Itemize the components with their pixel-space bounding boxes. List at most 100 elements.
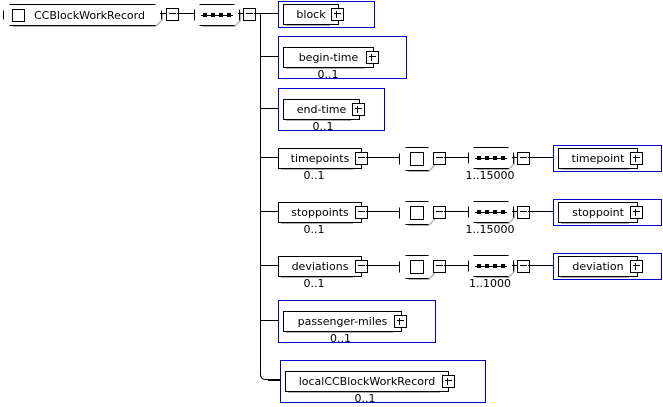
block-expand-toggle[interactable]	[331, 8, 344, 21]
plus-icon-vertical	[357, 106, 358, 113]
stoppoint-label: stoppoint	[572, 206, 624, 219]
stoppoints-group-square-icon[interactable]	[399, 201, 435, 225]
passenger-miles-expand-toggle[interactable]	[394, 315, 407, 328]
minus-icon	[246, 13, 253, 14]
local-record-label: localCCBlockWorkRecord	[298, 375, 436, 388]
branch-line-begin-time	[260, 56, 278, 57]
timepoint-expand-toggle[interactable]	[630, 152, 643, 165]
plus-icon-vertical	[399, 318, 400, 325]
branch-line-local-record	[268, 380, 280, 381]
local-record-label-box[interactable]: localCCBlockWorkRecord	[285, 371, 449, 392]
connector-toggle-to-seq-tp	[444, 157, 468, 158]
timepoints-label: timepoints	[290, 152, 350, 165]
connector-sequence-to-toggle	[238, 13, 243, 14]
connector-toggle-to-trunk	[254, 13, 261, 14]
passenger-miles-label: passenger-miles	[297, 315, 388, 328]
connector-toggle-to-seq-sp	[444, 211, 468, 212]
deviation-expand-toggle[interactable]	[630, 260, 643, 273]
deviation-label-box[interactable]: deviation	[558, 256, 638, 277]
block-label-box[interactable]: block	[283, 4, 339, 25]
begin-time-expand-toggle[interactable]	[366, 51, 379, 64]
minus-icon	[436, 157, 443, 158]
begin-time-cardinality: 0..1	[317, 68, 339, 81]
connector-root-to-toggle	[160, 13, 166, 14]
sequence-collapse-toggle[interactable]	[243, 8, 256, 21]
plus-icon-vertical	[635, 209, 636, 216]
stoppoints-sequence-icon[interactable]	[468, 201, 514, 223]
timepoints-group-collapse-toggle[interactable]	[433, 152, 446, 165]
begin-time-label-box[interactable]: begin-time	[283, 47, 374, 68]
plus-icon	[633, 157, 640, 158]
sequence-dot	[485, 210, 489, 214]
timepoint-label: timepoint	[571, 152, 625, 165]
timepoints-sequence-icon[interactable]	[468, 147, 514, 169]
minus-icon	[520, 265, 527, 266]
connector-toggle-to-leaf-tp	[528, 157, 553, 158]
connector-deviations-to-group	[366, 265, 399, 266]
deviations-collapse-toggle[interactable]	[355, 260, 368, 273]
connector-seq-to-toggle-sp	[512, 211, 517, 212]
connector-stoppoints-to-group	[366, 211, 399, 212]
deviations-label-box[interactable]: deviations	[278, 256, 362, 277]
branch-line-passenger-miles	[260, 320, 278, 321]
plus-icon-vertical	[371, 54, 372, 61]
sequence-bar	[475, 158, 507, 159]
passenger-miles-label-box[interactable]: passenger-miles	[283, 311, 402, 332]
stoppoints-sequence-collapse-toggle[interactable]	[517, 206, 530, 219]
sequence-dot	[501, 156, 505, 160]
timepoints-group-square-icon[interactable]	[399, 147, 435, 171]
sequence-dot	[485, 264, 489, 268]
block-label: block	[296, 8, 326, 21]
deviations-sequence-collapse-toggle[interactable]	[517, 260, 530, 273]
minus-icon	[520, 157, 527, 158]
stoppoint-expand-toggle[interactable]	[630, 206, 643, 219]
timepoints-label-box[interactable]: timepoints	[278, 148, 362, 169]
group-square-glyph	[410, 260, 424, 274]
connector-seq-to-toggle-dv	[512, 265, 517, 266]
stoppoints-collapse-toggle[interactable]	[355, 206, 368, 219]
stoppoints-cardinality: 0..1	[303, 223, 325, 236]
deviations-group-collapse-toggle[interactable]	[433, 260, 446, 273]
sequence-dot	[211, 13, 215, 17]
passenger-miles-cardinality: 0..1	[330, 332, 351, 345]
sequence-dots	[469, 156, 513, 161]
deviations-group-square-icon[interactable]	[399, 255, 435, 279]
stoppoints-sequence-cardinality: 1..15000	[465, 223, 515, 236]
sequence-dots	[469, 210, 513, 215]
minus-icon	[358, 157, 365, 158]
plus-icon	[397, 320, 404, 321]
minus-icon	[520, 211, 527, 212]
element-square-icon	[12, 9, 25, 22]
sequence-dot	[501, 210, 505, 214]
branch-line-block	[260, 13, 278, 14]
sequence-bar	[475, 212, 507, 213]
end-time-cardinality: 0..1	[312, 120, 334, 133]
stoppoints-group-collapse-toggle[interactable]	[433, 206, 446, 219]
end-time-expand-toggle[interactable]	[352, 103, 365, 116]
timepoints-sequence-cardinality: 1..15000	[465, 169, 515, 182]
connector-toggle-to-sequence	[177, 13, 194, 14]
minus-icon	[436, 211, 443, 212]
end-time-label-box[interactable]: end-time	[283, 99, 360, 120]
plus-icon-vertical	[336, 11, 337, 18]
group-square-glyph	[410, 206, 424, 220]
stoppoints-label-box[interactable]: stoppoints	[278, 202, 362, 223]
stoppoint-label-box[interactable]: stoppoint	[558, 202, 638, 223]
timepoints-sequence-collapse-toggle[interactable]	[517, 152, 530, 165]
local-record-expand-toggle[interactable]	[442, 375, 455, 388]
plus-icon-vertical	[447, 378, 448, 385]
sequence-dot	[501, 264, 505, 268]
root-collapse-toggle[interactable]	[166, 8, 179, 21]
branch-line-timepoints	[260, 157, 278, 158]
sequence-dot	[219, 13, 223, 17]
plus-icon-vertical	[635, 263, 636, 270]
root-element-node[interactable]: CCBlockWorkRecord	[3, 4, 162, 26]
timepoint-label-box[interactable]: timepoint	[558, 148, 638, 169]
root-sequence-icon[interactable]	[194, 4, 240, 26]
deviations-sequence-icon[interactable]	[468, 255, 514, 277]
timepoints-collapse-toggle[interactable]	[355, 152, 368, 165]
deviations-sequence-cardinality: 1..1000	[469, 277, 511, 290]
branch-line-end-time	[260, 108, 278, 109]
sequence-bar	[475, 266, 507, 267]
